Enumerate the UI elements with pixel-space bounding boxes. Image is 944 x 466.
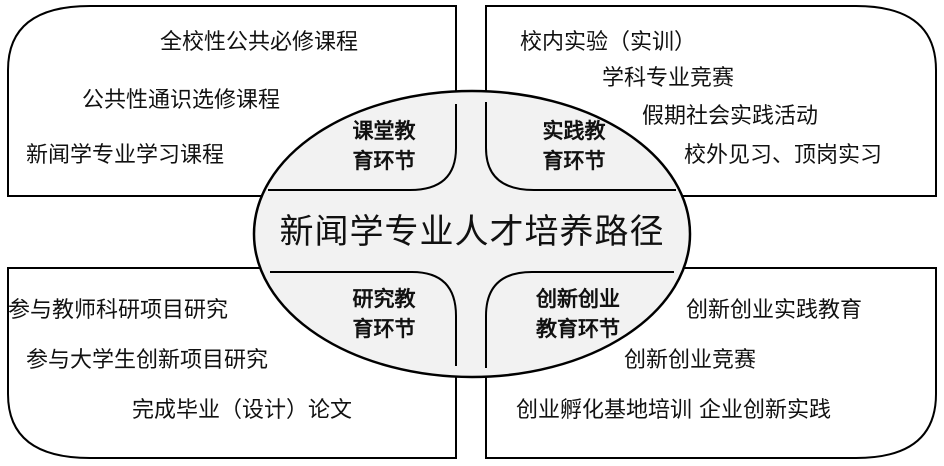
quadrant-label-line: 研究教 bbox=[352, 287, 416, 311]
list-item: 创新创业实践教育 bbox=[686, 298, 863, 323]
list-item: 假期社会实践活动 bbox=[642, 104, 819, 129]
center-ellipse bbox=[252, 89, 692, 379]
list-item: 参与教师科研项目研究 bbox=[8, 298, 229, 323]
quadrant-label-research: 研究教 育环节 bbox=[336, 284, 432, 344]
list-item: 完成毕业（设计）论文 bbox=[132, 398, 353, 423]
list-item: 校内实验（实训） bbox=[520, 30, 697, 55]
list-item: 学科专业竞赛 bbox=[602, 66, 735, 91]
quadrant-label-practice: 实践教 育环节 bbox=[526, 116, 622, 176]
divider-bottom-left-curve bbox=[270, 271, 457, 366]
quadrant-label-line: 实践教 bbox=[542, 119, 606, 143]
quadrant-label-classroom: 课堂教 育环节 bbox=[336, 116, 432, 176]
divider-bottom-right-curve bbox=[485, 271, 674, 368]
list-item: 创业孵化基地培训 企业创新实践 bbox=[516, 398, 831, 423]
list-item: 校外见习、顶岗实习 bbox=[684, 143, 883, 168]
quadrant-label-line: 育环节 bbox=[352, 149, 416, 173]
quadrant-label-innovation: 创新创业 教育环节 bbox=[518, 284, 638, 344]
quadrant-label-line: 教育环节 bbox=[536, 317, 620, 341]
list-item: 新闻学专业学习课程 bbox=[26, 143, 225, 168]
quadrant-label-line: 课堂教 bbox=[352, 119, 416, 143]
quadrant-label-line: 育环节 bbox=[352, 317, 416, 341]
divider-top-right-curve bbox=[485, 102, 676, 191]
list-item: 参与大学生创新项目研究 bbox=[26, 348, 269, 373]
diagram-title: 新闻学专业人才培养路径 bbox=[279, 212, 665, 252]
list-item: 全校性公共必修课程 bbox=[160, 30, 359, 55]
quadrant-label-line: 育环节 bbox=[542, 149, 606, 173]
divider-top-left-curve bbox=[268, 104, 457, 191]
quadrant-label-line: 创新创业 bbox=[536, 287, 620, 311]
list-item: 创新创业竞赛 bbox=[624, 348, 757, 373]
list-item: 公共性通识选修课程 bbox=[82, 88, 281, 113]
